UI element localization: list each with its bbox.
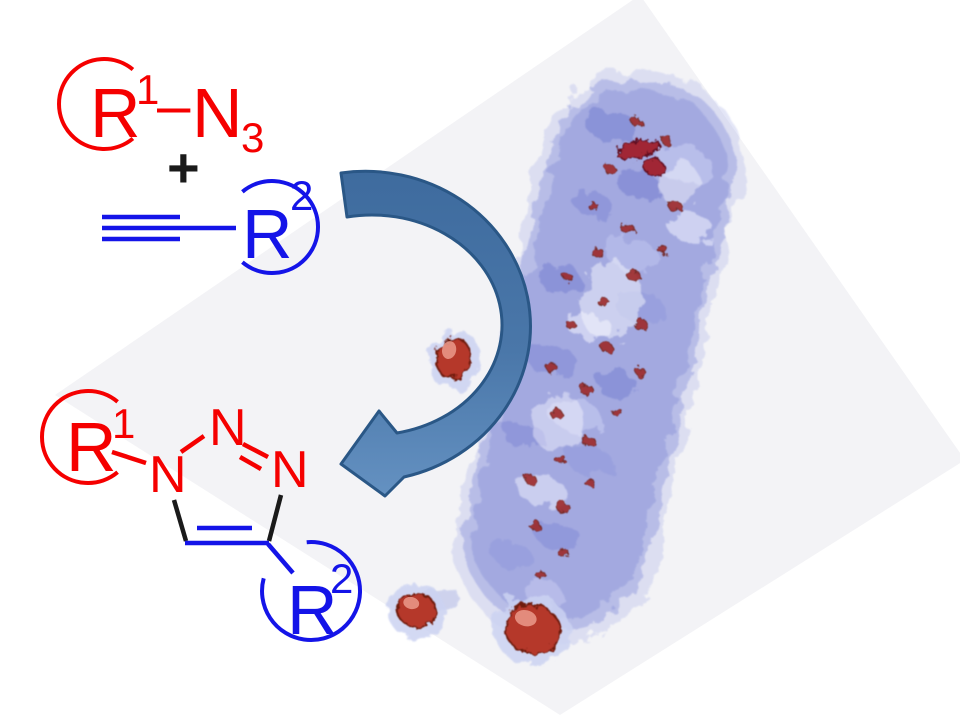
bacterium-inclusion	[556, 548, 570, 558]
product-r2-circle	[260, 540, 363, 642]
azide-bond-dash: –	[157, 72, 191, 139]
bacterium-inclusion	[528, 521, 542, 531]
texture-lobe	[666, 211, 714, 243]
triazole-n3-label: N	[271, 441, 309, 499]
bacterium-inclusion	[656, 244, 668, 254]
bacterium-inclusion	[620, 223, 636, 235]
bacterium-inclusion	[591, 247, 605, 259]
texture-lobe	[595, 371, 640, 399]
bacterium-inclusion	[550, 408, 563, 420]
bacterium-inclusion	[604, 165, 618, 175]
bond-r1-n1	[111, 449, 147, 466]
bond-n1-c5	[171, 499, 189, 542]
bacterium-inclusion	[562, 272, 574, 282]
bacterium-inclusion	[611, 406, 623, 416]
azide-r-label: R	[90, 74, 141, 152]
bacterium-inclusion	[600, 341, 614, 354]
texture-lobe	[616, 169, 660, 199]
texture-lobe	[538, 264, 582, 294]
bacterium-inclusion	[661, 136, 673, 146]
bond-n3-c4	[266, 494, 284, 542]
product-r1-superscript: 1	[112, 400, 135, 447]
alkyne-r-label: R	[242, 195, 293, 273]
granule-highlight	[514, 609, 537, 627]
bacterium-inclusion	[633, 318, 649, 331]
bacterium-inclusion	[545, 362, 559, 373]
bacterium-inclusion	[634, 367, 646, 377]
alkyne-group: R 2	[102, 172, 320, 275]
triazole-product-group: R 1 N N N R 2	[40, 389, 363, 649]
curved-arrow-icon	[339, 169, 532, 498]
texture-core	[580, 261, 642, 341]
bacterium-inclusion	[524, 475, 538, 485]
bacterium-polar-granules	[386, 329, 573, 665]
texture-lobe	[533, 520, 581, 550]
texture-lobe	[584, 109, 637, 144]
bacterium-inclusion	[584, 478, 596, 488]
product-r1-label: R	[66, 408, 117, 486]
bacterium-inclusions	[524, 117, 682, 579]
granule-highlight	[403, 596, 420, 610]
texture-lobe	[526, 343, 578, 376]
texture-core	[659, 161, 700, 206]
bacterium-inclusion	[553, 455, 567, 465]
product-r1-circle	[40, 389, 119, 485]
product-r2-label: R	[287, 571, 338, 649]
triazole-n1-label: N	[149, 446, 187, 504]
bacterium-inclusion	[588, 202, 600, 212]
azide-n-subscript: 3	[241, 114, 264, 161]
azide-substituent-circle	[57, 57, 135, 151]
bacterium-inclusion	[579, 384, 595, 396]
texture-lobe	[489, 541, 534, 569]
bacterium-inclusion	[630, 117, 644, 128]
bacterium-inclusion	[642, 158, 667, 177]
bacterium-inclusion	[596, 296, 610, 307]
azide-r-superscript: 1	[136, 66, 159, 113]
bond-n1-n2	[179, 434, 206, 454]
bacterium-render	[386, 69, 745, 665]
alkyne-r-superscript: 2	[290, 172, 313, 219]
bond-n2-n3-double-b	[238, 455, 263, 471]
bacterium-inclusion	[667, 199, 682, 211]
bacterium-inclusion	[556, 502, 571, 514]
bacterium-inclusion	[565, 320, 577, 330]
texture-core	[531, 392, 584, 453]
bacterium-inclusion	[534, 569, 546, 579]
granule-highlight	[442, 341, 457, 359]
azide-group: R 1 – N 3	[57, 57, 264, 161]
bond-c4-r2	[266, 542, 295, 575]
bacterium-inclusion	[615, 139, 661, 160]
plus-sign: +	[167, 136, 200, 199]
texture-lobe	[566, 445, 614, 476]
product-r2-superscript: 2	[330, 555, 353, 602]
bacterium-inclusion	[626, 270, 641, 282]
azide-n-label: N	[192, 74, 243, 152]
alkyne-substituent-circle	[241, 179, 320, 275]
triazole-n2-label: N	[209, 399, 247, 457]
bond-n2-n3-double-a	[241, 442, 270, 459]
bacterium-inclusion	[581, 436, 597, 448]
